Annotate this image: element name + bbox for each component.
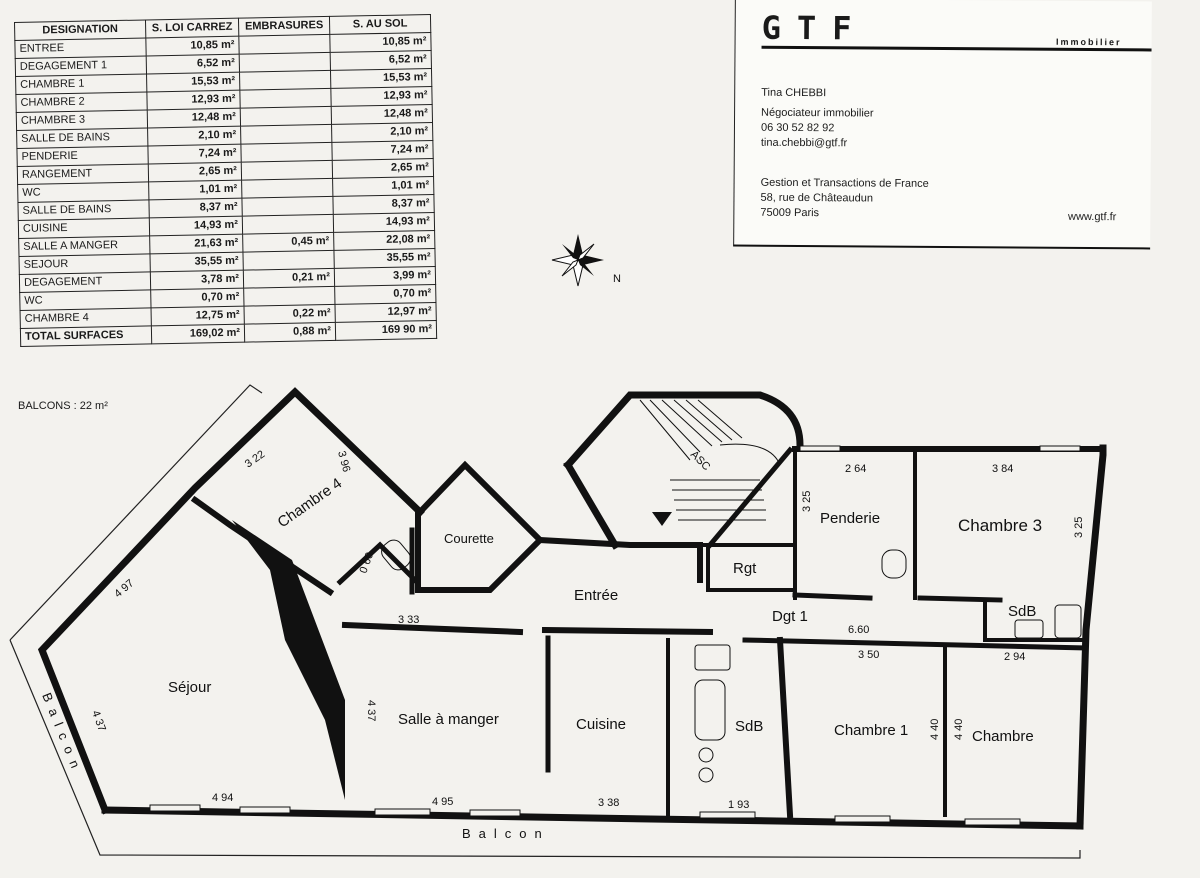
balcons-note: BALCONS : 22 m² <box>18 400 108 412</box>
dim-294: 2 94 <box>1004 651 1025 663</box>
balcony-outline <box>9 384 1081 859</box>
dim-193: 1 93 <box>728 799 749 811</box>
room-penderie: Penderie <box>820 510 880 527</box>
dim-333: 3 33 <box>398 614 419 626</box>
room-courette: Courette <box>444 531 494 546</box>
dim-338: 3 38 <box>598 797 619 809</box>
sink-icon <box>694 644 731 671</box>
dim-440-b: 4 40 <box>953 719 965 740</box>
balcon-label-bottom: Balcon <box>462 826 550 841</box>
bathtub-icon <box>694 679 726 741</box>
dim-440-a: 4 40 <box>929 719 941 740</box>
wall-courette <box>415 460 545 593</box>
shower-icon <box>1054 604 1082 639</box>
dim-264: 2 64 <box>845 463 866 475</box>
room-cuisine: Cuisine <box>576 716 626 733</box>
wall-pillar-sejour <box>232 520 345 800</box>
dim-497: 4 97 <box>112 577 136 600</box>
elevator-label: ASC <box>688 449 713 474</box>
fixtures <box>381 539 1082 783</box>
staircase <box>639 399 781 521</box>
room-salle-a-manger: Salle à manger <box>398 711 499 728</box>
wall-sdb-chambre1 <box>776 636 794 819</box>
room-sejour: Séjour <box>168 679 211 696</box>
room-chambre3: Chambre 3 <box>958 516 1042 535</box>
dim-396: 3 96 <box>335 450 352 474</box>
dim-384: 3 84 <box>992 463 1013 475</box>
compass-rose-icon <box>551 234 604 287</box>
stove-icon <box>698 747 714 763</box>
dim-437-left: 4 37 <box>89 709 108 733</box>
dim-495: 4 95 <box>432 796 453 808</box>
wall-west-outer <box>37 387 425 815</box>
wall-stair-tower <box>563 391 804 470</box>
toilet-icon <box>881 549 907 579</box>
wall-dining-top <box>341 621 524 636</box>
dim-660: 6.60 <box>848 624 869 636</box>
wall-chambre4-sejour <box>190 495 335 597</box>
room-chambre4: Chambre 4 <box>275 475 346 531</box>
dim-322: 3 22 <box>243 448 267 470</box>
dim-325-penderie: 3 25 <box>801 491 813 512</box>
compass-north-label: N <box>613 273 621 285</box>
room-sdb-small: SdB <box>1008 603 1036 620</box>
room-chambre1: Chambre 1 <box>834 722 908 739</box>
dim-060: 0 60 <box>358 551 377 575</box>
dim-350: 3 50 <box>858 649 879 661</box>
dim-325-chambre3: 3 25 <box>1073 517 1085 538</box>
room-sdb: SdB <box>735 718 763 735</box>
room-entree: Entrée <box>574 587 618 604</box>
dim-437-dining: 4 37 <box>365 700 377 721</box>
windows <box>149 445 1081 826</box>
entrance-arrow-icon <box>652 512 672 526</box>
room-dgt1: Dgt 1 <box>772 608 808 625</box>
dim-494: 4 94 <box>212 792 233 804</box>
room-rgt: Rgt <box>733 560 757 577</box>
wall-wc <box>336 541 419 586</box>
wall-east <box>1076 444 1107 830</box>
room-chambre: Chambre <box>972 728 1034 745</box>
walls <box>37 387 1107 830</box>
